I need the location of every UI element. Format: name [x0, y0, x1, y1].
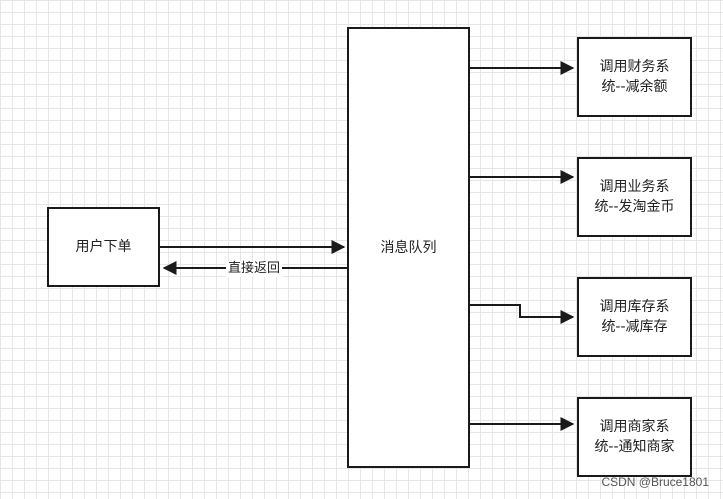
node-inventory-system: 调用库存系 统--减库存 [577, 277, 692, 357]
edge-queue-to-inventory [470, 304, 575, 324]
node-user-order-label: 用户下单 [75, 239, 132, 255]
node-user-order: 用户下单 [47, 207, 160, 287]
node-finance-system-label: 调用财务系 统--减余额 [599, 59, 670, 95]
node-inventory-system-label: 调用库存系 统--减库存 [599, 299, 670, 335]
node-merchant-system-label: 调用商家系 统--通知商家 [594, 419, 675, 455]
node-business-system-label: 调用业务系 统--发淘金币 [594, 179, 675, 215]
node-message-queue-label: 消息队列 [380, 239, 437, 256]
node-message-queue: 消息队列 [347, 27, 470, 468]
node-merchant-system: 调用商家系 统--通知商家 [577, 397, 692, 477]
edge-return-label: 直接返回 [226, 261, 283, 277]
watermark: CSDN @Bruce1801 [601, 475, 709, 489]
node-finance-system: 调用财务系 统--减余额 [577, 37, 692, 117]
node-business-system: 调用业务系 统--发淘金币 [577, 157, 692, 237]
